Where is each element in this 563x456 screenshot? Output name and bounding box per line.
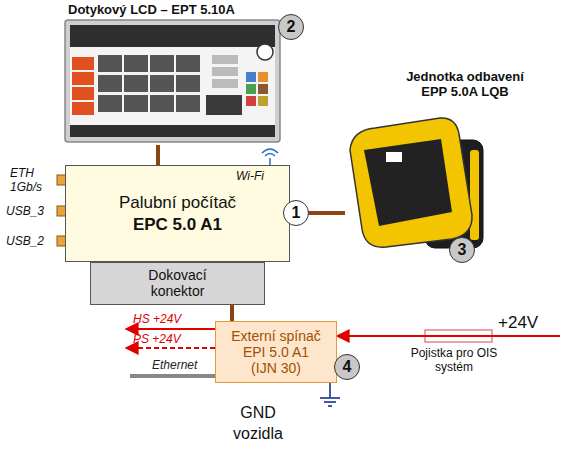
connector xyxy=(156,145,160,165)
signal-label: PS +24V xyxy=(133,332,181,346)
supply-line xyxy=(398,335,560,337)
ground-symbol xyxy=(320,383,340,406)
lcd-button xyxy=(124,95,148,112)
lcd-side-button xyxy=(212,67,238,76)
connector xyxy=(230,305,234,321)
lcd-button xyxy=(150,95,174,112)
lcd-color-key xyxy=(246,96,256,106)
voltage-label: +24V xyxy=(498,313,538,333)
node-text: Jednotka odbavení EPP 5.0A LQB xyxy=(395,70,535,100)
printer-stripe xyxy=(470,150,479,240)
lcd-button xyxy=(124,75,148,92)
external-switch-box: Externí spínač EPI 5.0 A1 (IJN 30) xyxy=(215,321,337,383)
hs-output-line xyxy=(126,328,215,330)
lcd-color-key xyxy=(246,84,256,94)
lcd-button xyxy=(72,87,94,100)
fuse: Pojistka pro OIS systém xyxy=(398,327,510,377)
ground-label: GND vozidla xyxy=(222,403,294,445)
lcd-color-key xyxy=(258,72,268,82)
wifi-label: Wi-Fi xyxy=(236,169,264,183)
lcd-button-grid xyxy=(98,55,238,112)
lcd-button xyxy=(98,75,122,92)
lcd-button xyxy=(150,55,174,72)
callout-number: 1 xyxy=(283,200,309,226)
lcd-button xyxy=(124,55,148,72)
printer-shell xyxy=(350,118,472,247)
lcd-bottom-bar xyxy=(70,125,275,137)
ps-output-line xyxy=(126,347,215,349)
lcd-button xyxy=(72,72,94,85)
callout-number: 4 xyxy=(334,354,360,380)
callout-number: 2 xyxy=(278,14,304,40)
lcd-button xyxy=(176,95,200,112)
node-text: Dotykový LCD – EPT 5.10A xyxy=(68,2,235,17)
lcd-button xyxy=(98,55,122,72)
lcd-button xyxy=(98,95,122,112)
lcd-color-key xyxy=(258,84,268,94)
lcd-sensor xyxy=(257,44,273,60)
lcd-button xyxy=(72,57,94,70)
printer-face xyxy=(364,139,452,226)
lcd-button xyxy=(150,75,174,92)
lcd-side-button xyxy=(212,79,238,88)
port-label: USB_2 xyxy=(6,234,44,248)
callout-number: 3 xyxy=(449,237,475,263)
lcd-button xyxy=(72,102,94,115)
port-label: ETH 1Gb/s xyxy=(10,166,50,195)
lcd-price-field xyxy=(206,95,242,115)
connector xyxy=(337,335,398,337)
lcd-display: Dotykový LCD – EPT 5.10A xyxy=(60,0,290,145)
lcd-color-key xyxy=(246,72,256,82)
ethernet-line xyxy=(130,374,215,378)
node-text: Externí spínač EPI 5.0 A1 (IJN 30) xyxy=(229,328,323,376)
node-text: Dokovací konektor xyxy=(133,268,223,299)
lcd-color-key xyxy=(258,96,268,106)
lcd-button xyxy=(176,55,200,72)
signal-label: HS +24V xyxy=(133,312,181,326)
lcd-button xyxy=(176,75,200,92)
lcd-frame xyxy=(65,20,280,142)
docking-connector-box: Dokovací konektor xyxy=(90,262,265,305)
lcd-top-bar xyxy=(70,25,275,47)
lcd-display xyxy=(70,25,275,137)
node-text: EPC 5.0 A1 xyxy=(133,215,222,235)
fuse-wire xyxy=(398,335,560,337)
port-label: USB_3 xyxy=(6,204,44,218)
lcd-screen xyxy=(65,20,280,142)
printer-card-icon xyxy=(386,152,402,162)
node-text: Palubní počítač xyxy=(119,193,236,213)
lcd-side-button xyxy=(212,55,238,64)
node-text: Pojistka pro OIS systém xyxy=(398,347,510,375)
signal-label: Ethernet xyxy=(152,358,197,372)
ticketing-unit: Jednotka odbavení EPP 5.0A LQB xyxy=(345,68,555,258)
printer-illustration xyxy=(350,118,483,248)
